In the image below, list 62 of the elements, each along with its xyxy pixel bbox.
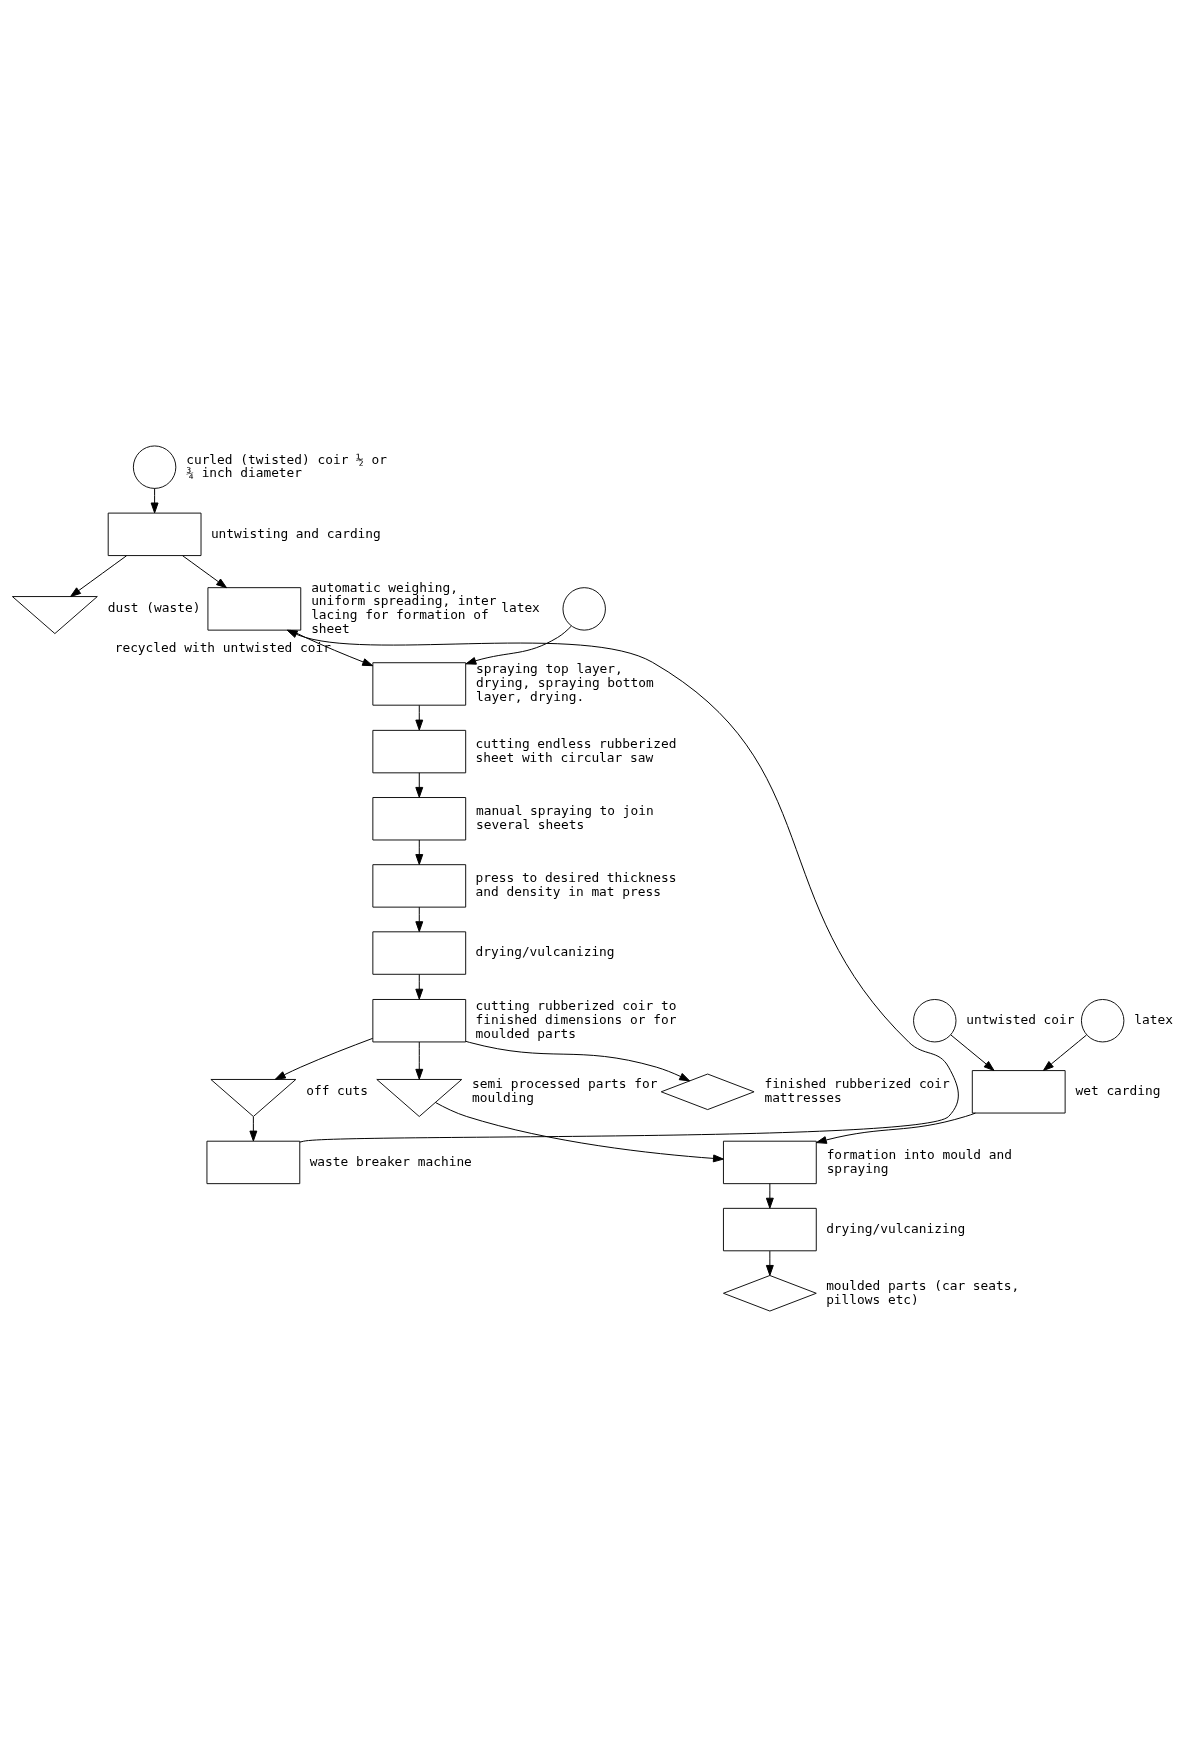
arrow bbox=[465, 1040, 691, 1081]
arrow bbox=[286, 629, 959, 1143]
node-box bbox=[207, 586, 302, 631]
node-box bbox=[722, 1207, 817, 1251]
node-label: latex bbox=[1134, 1011, 1173, 1027]
arrow bbox=[415, 906, 424, 932]
edge-label: recycled with untwisted coir bbox=[114, 639, 331, 655]
node-circle bbox=[1080, 998, 1125, 1042]
node-label: wet carding bbox=[1075, 1082, 1161, 1098]
node-box bbox=[372, 796, 467, 840]
arrow bbox=[815, 1112, 976, 1144]
node-box bbox=[372, 661, 467, 706]
node-label: semi processed parts for moulding bbox=[472, 1075, 658, 1105]
node-label: drying/vulcanizing bbox=[826, 1220, 966, 1236]
arrow bbox=[765, 1182, 774, 1209]
arrow bbox=[415, 771, 424, 798]
arrow bbox=[415, 973, 424, 1000]
arrow bbox=[465, 625, 572, 665]
node-label: cutting rubberized coir to finished dimensions or for moulded parts bbox=[475, 997, 677, 1041]
node-label: moulded parts (car seats, pillows etc) bbox=[826, 1277, 1020, 1307]
arrow bbox=[182, 554, 227, 588]
node-label: latex bbox=[501, 599, 540, 615]
node-circle bbox=[562, 586, 606, 631]
node-label: untwisting and carding bbox=[210, 525, 381, 541]
node-triangle bbox=[376, 1078, 463, 1117]
node-box bbox=[372, 729, 467, 773]
node-box bbox=[971, 1069, 1066, 1114]
arrow bbox=[434, 1101, 724, 1162]
node-label: drying/vulcanizing bbox=[475, 943, 615, 959]
arrow bbox=[950, 1034, 995, 1071]
arrow bbox=[765, 1250, 774, 1276]
arrow bbox=[150, 487, 159, 513]
node-diamond bbox=[722, 1274, 817, 1312]
node-label: waste breaker machine bbox=[309, 1153, 472, 1169]
arrow bbox=[1042, 1034, 1087, 1071]
node-label: cutting endless rubberized sheet with circular saw bbox=[475, 735, 677, 765]
arrow bbox=[249, 1115, 258, 1141]
node-label: automatic weighing, uniform spreading, inter lacing for formation of sheet bbox=[311, 579, 497, 636]
node-circle bbox=[132, 444, 177, 489]
arrow bbox=[274, 1037, 374, 1080]
node-triangle bbox=[11, 595, 98, 634]
node-box bbox=[206, 1140, 301, 1184]
node-box bbox=[107, 512, 202, 556]
node-label: off cuts bbox=[306, 1082, 368, 1098]
node-box bbox=[722, 1140, 817, 1184]
node-label: dust (waste) bbox=[107, 599, 201, 615]
arrow bbox=[415, 704, 424, 730]
node-label: formation into mould and spraying bbox=[826, 1146, 1012, 1176]
node-box bbox=[372, 930, 467, 975]
node-label: finished rubberized coir mattresses bbox=[764, 1075, 950, 1105]
node-label: untwisted coir bbox=[966, 1011, 1075, 1027]
arrow bbox=[70, 554, 128, 597]
node-label: spraying top layer, drying, spraying bottom layer, drying. bbox=[476, 660, 654, 704]
arrow bbox=[415, 1041, 424, 1080]
arrow bbox=[415, 839, 424, 865]
node-circle bbox=[913, 998, 957, 1042]
node-label: curled (twisted) coir ½ or ¾ inch diameter bbox=[186, 451, 388, 480]
node-box bbox=[372, 863, 467, 908]
node-label: manual spraying to join several sheets bbox=[476, 802, 654, 832]
node-box bbox=[372, 998, 467, 1042]
node-label: press to desired thickness and density in mat press bbox=[475, 869, 677, 899]
node-triangle bbox=[210, 1078, 297, 1117]
